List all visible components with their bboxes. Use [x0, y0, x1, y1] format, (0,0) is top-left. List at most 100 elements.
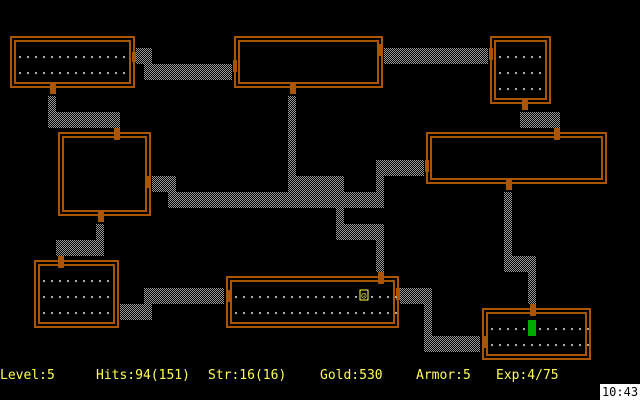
floor-dot: [531, 56, 533, 58]
floor-dots: [19, 56, 589, 346]
floor-dot: [35, 56, 37, 58]
room: [34, 260, 119, 328]
room: [426, 132, 607, 184]
floor-dot: [59, 280, 61, 282]
passage: [336, 224, 384, 240]
door: [146, 176, 150, 188]
floor-dot: [315, 312, 317, 314]
floor-dot: [547, 344, 549, 346]
floor-dot: [67, 296, 69, 298]
floor-dot: [331, 312, 333, 314]
floor-dot: [43, 312, 45, 314]
door: [378, 272, 384, 284]
floor-dot: [307, 296, 309, 298]
floor-dot: [515, 344, 517, 346]
door: [482, 336, 486, 348]
floor-dot: [539, 344, 541, 346]
room: [10, 36, 135, 88]
floor-dot: [275, 296, 277, 298]
floor-dot: [339, 312, 341, 314]
floor-dot: [523, 56, 525, 58]
floor-dot: [315, 296, 317, 298]
status-gold: Gold:530: [320, 368, 383, 383]
door: [114, 128, 120, 140]
floor-dot: [75, 72, 77, 74]
floor-dot: [99, 56, 101, 58]
floor-dot: [251, 312, 253, 314]
floor-dot: [371, 312, 373, 314]
floor-dot: [51, 280, 53, 282]
floor-dot: [107, 312, 109, 314]
floor-dot: [19, 56, 21, 58]
floor-dot: [107, 296, 109, 298]
floor-dot: [243, 296, 245, 298]
door: [522, 98, 528, 110]
floor-dot: [299, 312, 301, 314]
floor-dot: [67, 280, 69, 282]
door: [58, 256, 64, 268]
floor: [16, 48, 128, 50]
floor-dot: [499, 328, 501, 330]
floor-dot: [515, 72, 517, 74]
floor-dot: [515, 328, 517, 330]
passage: [288, 96, 296, 176]
floor-dot: [51, 296, 53, 298]
floor-dot: [515, 56, 517, 58]
passage: [56, 240, 104, 256]
floor-dot: [507, 344, 509, 346]
floor-dot: [339, 296, 341, 298]
passage: [144, 64, 232, 80]
floor-dot: [355, 296, 357, 298]
door: [233, 60, 237, 72]
passage: [152, 176, 176, 192]
passage: [48, 112, 120, 128]
room: [490, 36, 551, 104]
floor-dot: [563, 328, 565, 330]
status-str: Str:16(16): [208, 368, 287, 383]
floor-dot: [387, 312, 389, 314]
floor-dot: [531, 72, 533, 74]
floor-dot: [75, 56, 77, 58]
passage: [376, 176, 384, 192]
floor-dot: [547, 328, 549, 330]
floor-dot: [299, 296, 301, 298]
door: [98, 210, 104, 222]
floor-dot: [499, 88, 501, 90]
floor-dot: [51, 312, 53, 314]
floor-dot: [283, 312, 285, 314]
floor-dot: [371, 296, 373, 298]
passage: [424, 304, 432, 336]
floor-dot: [395, 296, 397, 298]
floor-dot: [43, 72, 45, 74]
floor-dot: [323, 296, 325, 298]
floor-dot: [579, 344, 581, 346]
stairs: [528, 320, 536, 336]
floor-dot: [259, 296, 261, 298]
passage: [48, 96, 56, 112]
floor-dot: [507, 56, 509, 58]
floor-dot: [539, 88, 541, 90]
floor-dot: [291, 296, 293, 298]
rooms: [10, 36, 607, 360]
passage: [376, 240, 384, 272]
floor-dot: [531, 344, 533, 346]
floor-dot: [107, 72, 109, 74]
floor-dot: [291, 312, 293, 314]
floor-dot: [323, 312, 325, 314]
floor-dot: [555, 328, 557, 330]
floor-dot: [539, 328, 541, 330]
floor-dot: [283, 296, 285, 298]
floor-dot: [307, 312, 309, 314]
floor-dot: [59, 312, 61, 314]
floor-dot: [99, 296, 101, 298]
floor-dot: [115, 72, 117, 74]
floor-dot: [491, 328, 493, 330]
floor-dot: [107, 56, 109, 58]
floor-dot: [379, 312, 381, 314]
player-box: [359, 289, 369, 301]
passage: [504, 256, 536, 272]
floor-dot: [91, 312, 93, 314]
floor-dot: [395, 312, 397, 314]
floor-dot: [115, 56, 117, 58]
